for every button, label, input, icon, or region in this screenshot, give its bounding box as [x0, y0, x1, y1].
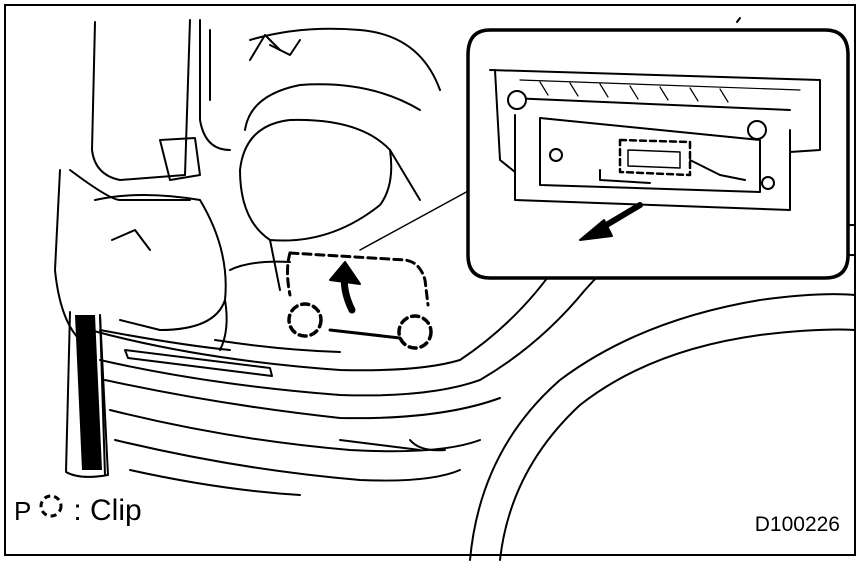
legend-label: : Clip: [73, 494, 142, 527]
floor-area: [94, 194, 341, 353]
legend-symbol: P: [14, 496, 32, 526]
front-seat: [239, 27, 441, 291]
screw-left-icon: [507, 90, 527, 110]
screw-right-icon: [747, 120, 767, 140]
removal-area: [286, 189, 471, 340]
figure-frame: [4, 4, 856, 556]
kick-panel: [65, 311, 109, 478]
clip-marker-left: [287, 302, 323, 338]
clip-marker-right: [397, 314, 433, 350]
detail-inset: [466, 28, 850, 280]
legend: P : Clip: [14, 492, 142, 526]
clip-legend-icon: [39, 494, 63, 518]
clip-markers: [287, 302, 433, 350]
door-frame: [54, 19, 231, 341]
figure-id: D100226: [754, 513, 840, 536]
connector: [618, 138, 692, 177]
